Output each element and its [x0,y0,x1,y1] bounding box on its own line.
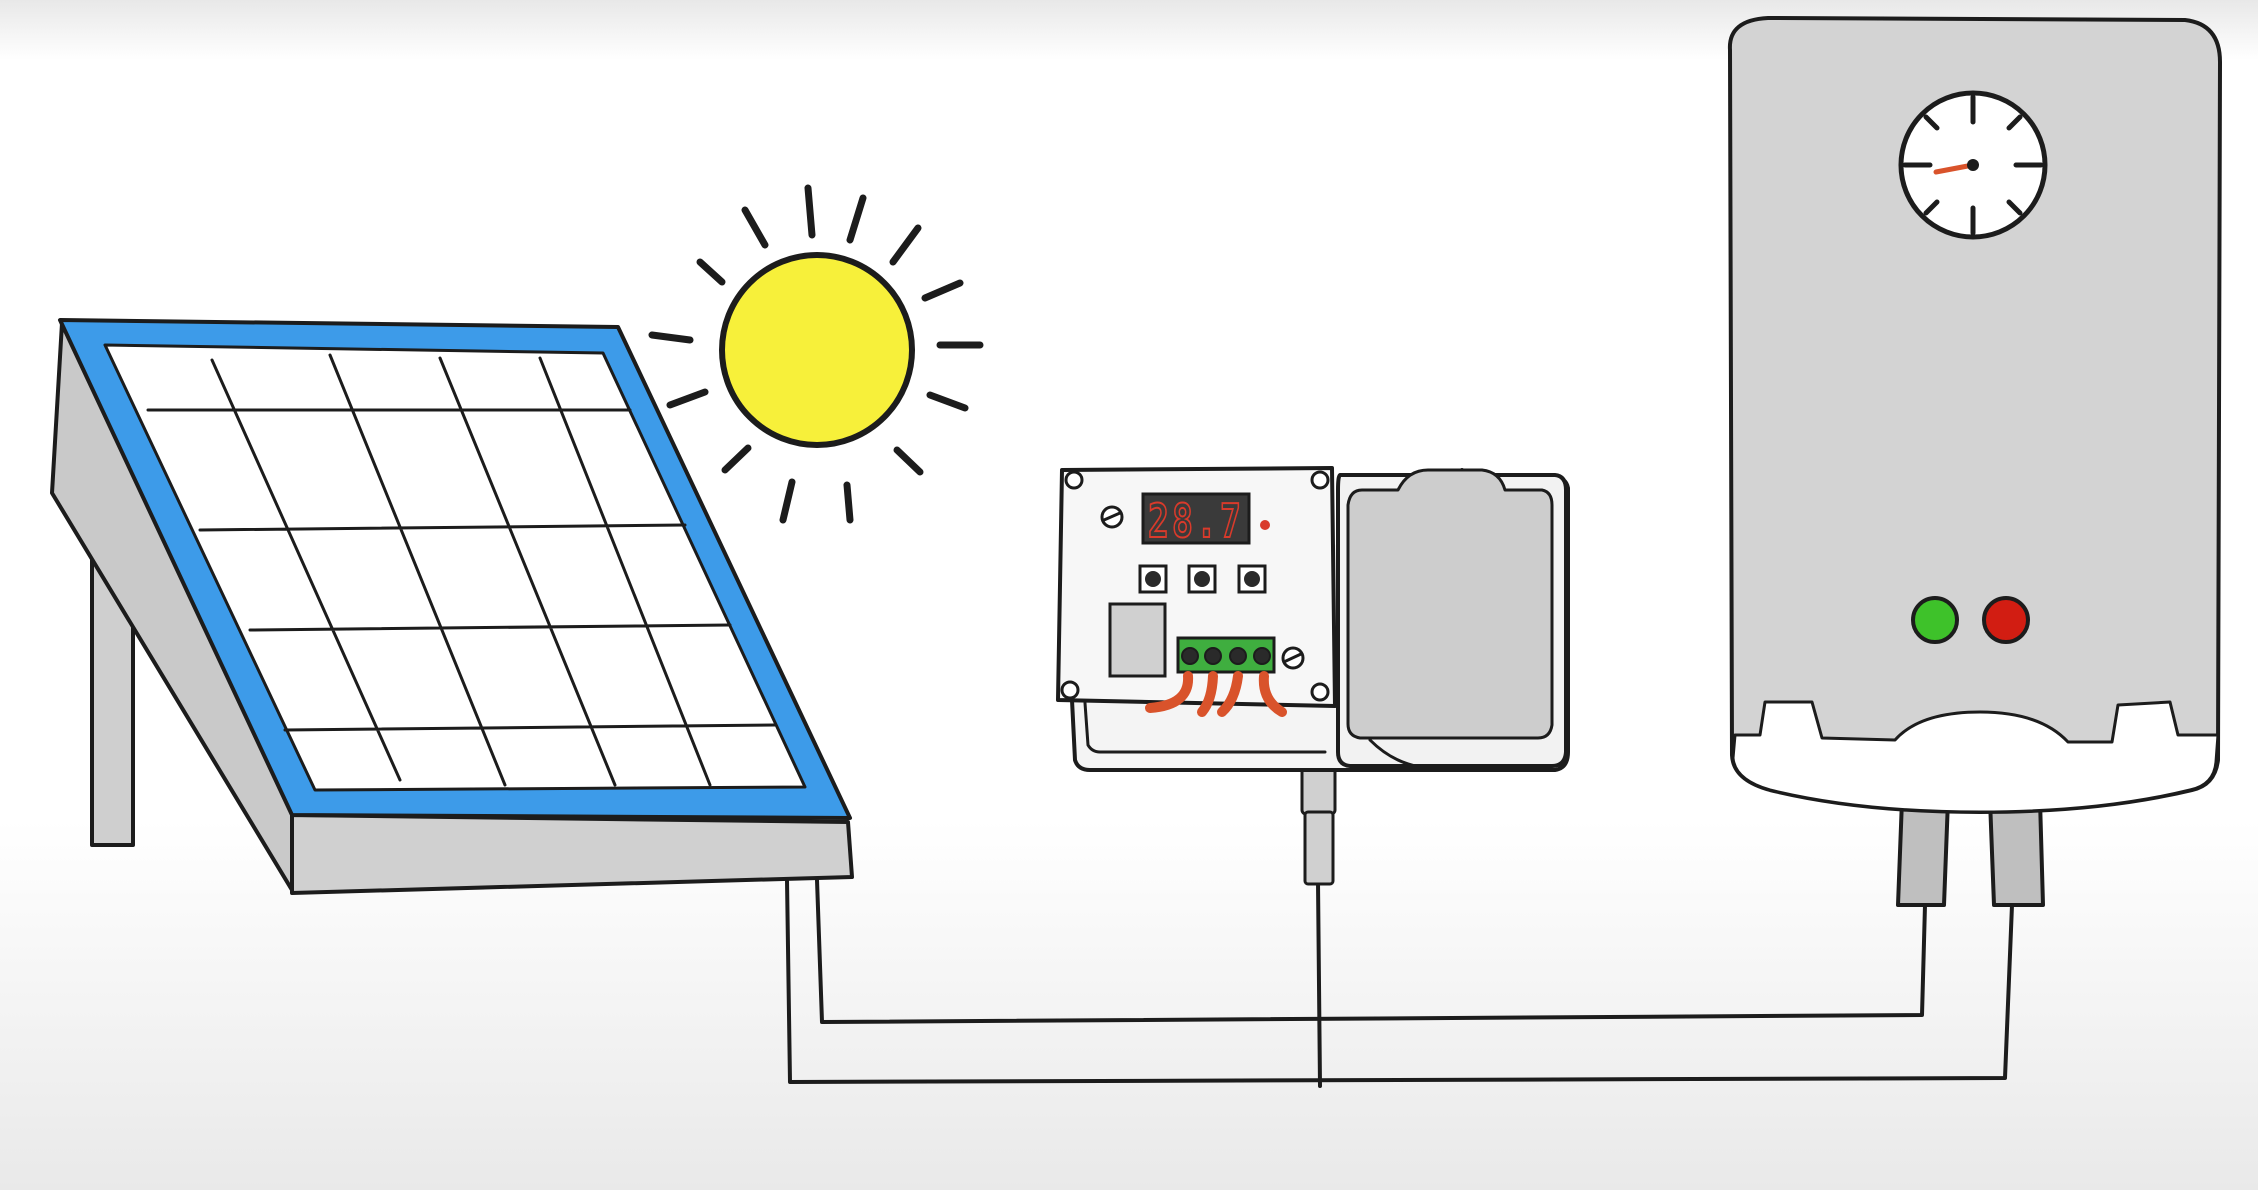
temperature-gauge-icon [1898,90,2048,240]
solar-panel-icon [50,318,854,895]
water-heater-boiler-icon [1727,16,2222,907]
controller-display-indicator-dot [1260,520,1270,530]
sun-icon [648,184,984,524]
controller-screw-top-left [1064,470,1084,490]
solar-panel-leg [90,553,135,847]
red-indicator-light [1982,596,2030,644]
green-indicator-light [1911,596,1959,644]
solar-panel-grid [146,353,777,787]
controller-button-3 [1237,564,1267,594]
gauge-ticks [1902,94,2044,236]
controller-screw-top-right [1310,470,1330,490]
cable-controller-probe [1316,880,1322,1088]
gauge-pivot [1967,159,1979,171]
controller-button-1 [1138,564,1168,594]
controller-probe-plug [1303,810,1335,886]
controller-back-plate-inner [1083,701,1327,754]
controller-display-value: 28.7 [1148,494,1244,548]
solar-panel-base [290,813,854,895]
controller-display [1141,492,1251,545]
controller-label-plate [1108,602,1167,678]
heater-pipe-left [1896,798,1950,907]
controller-mount-screw-top [1100,505,1124,529]
sun-rays [648,184,984,524]
sun-disc [719,252,915,448]
solar-panel-cells [103,343,807,792]
heater-bottom-band [1731,700,2220,814]
controller-button-2 [1187,564,1217,594]
controller-terminal-screws [1181,647,1271,665]
cable-lower [785,878,2014,1084]
controller-probe-connector [1300,766,1337,816]
controller-mount-screw-bottom [1281,646,1305,670]
controller-socket-cover-edge [1368,738,1442,770]
cable-upper [815,878,1927,1024]
controller-wires [1145,671,1287,717]
heater-pipe-right [1988,798,2045,907]
controller-screw-bottom-right [1310,682,1330,702]
controller-screw-bottom-left [1060,680,1080,700]
controller-socket-cover [1346,468,1554,740]
cables [785,878,2014,1088]
gauge-needle [1933,162,1976,175]
temperature-controller-icon: 28.7 [1056,466,1570,886]
